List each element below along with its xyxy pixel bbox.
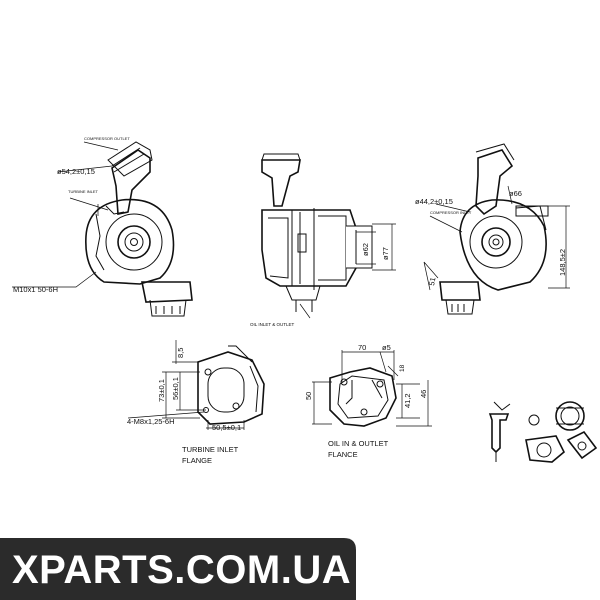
turbine-flange-caption-2: FLANGE <box>182 456 212 465</box>
right-angle-label: 51 <box>427 277 437 287</box>
oil-flange-inner-dim: 41,2 <box>403 393 412 408</box>
center-dim-a: ø62 <box>361 243 370 256</box>
compressor-inlet-note: COMPRESSOR INLET <box>430 210 472 215</box>
oil-flange-right-dim: 46 <box>419 390 428 398</box>
watermark-banner-background <box>0 538 356 600</box>
outlet-diameter-label: ø54,2±0,15 <box>57 167 95 176</box>
flange-dim-outer: 73±0,1 <box>157 379 166 402</box>
turbine-flange-caption-1: TURBINE INLET <box>182 445 239 454</box>
center-dim-b: ø77 <box>381 247 390 260</box>
side-view <box>261 153 396 319</box>
flange-dim-inner: 56±0,1 <box>171 377 180 400</box>
flange-dim-bottom: 50,5±0,1 <box>212 423 241 432</box>
turbine-inlet-flange-drawing <box>127 340 265 430</box>
oil-flange-left-dim: 50 <box>304 392 313 400</box>
oil-flange-caption-1: OIL IN & OUTLET <box>328 439 389 448</box>
turbine-inlet-note: TURBINE INLET <box>68 189 99 194</box>
center-oil-label: OIL INLET & OUTLET <box>250 322 295 327</box>
turbine-side-view <box>12 141 193 317</box>
watermark-banner-text: XPARTS.COM.UA <box>12 548 352 592</box>
flange-thread-label: 4-M8x1,25-6H <box>127 417 175 426</box>
oil-flange-drawing <box>312 350 432 427</box>
oil-flange-caption-2: FLANCE <box>328 450 358 459</box>
oil-flange-side-dim: 18 <box>399 364 406 372</box>
right-height-dim: 148,5±2 <box>558 249 567 276</box>
compressor-outlet-note: COMPRESSOR OUTLET <box>84 136 130 141</box>
oil-flange-width: 70 <box>358 343 366 352</box>
flange-dim-top: 8,5 <box>176 348 185 358</box>
oil-flange-hole: ø5 <box>382 343 391 352</box>
right-dim-a: ø44,2±0,15 <box>415 197 453 206</box>
right-dim-b: ø66 <box>509 189 522 198</box>
left-thread-label: M10x1 50-6H <box>13 285 58 294</box>
accessory-parts <box>488 401 598 463</box>
compressor-side-view <box>423 143 570 315</box>
